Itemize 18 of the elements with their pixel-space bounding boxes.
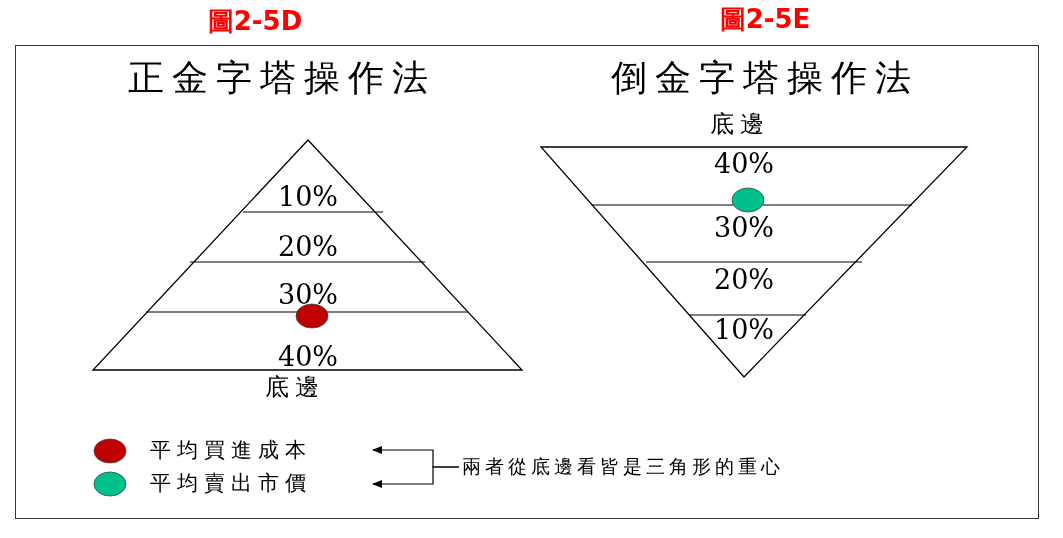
base-label: 底邊 bbox=[265, 375, 325, 399]
legend-label: 平均買進成本 bbox=[150, 440, 312, 461]
percent-label: 10% bbox=[714, 316, 774, 343]
percent-label: 20% bbox=[278, 233, 338, 260]
panel-title: 倒金字塔操作法 bbox=[611, 60, 919, 96]
panel-title: 正金字塔操作法 bbox=[128, 60, 436, 96]
note-text: 兩者從底邊看皆是三角形的重心 bbox=[462, 456, 784, 477]
arrow bbox=[372, 466, 460, 488]
percent-label: 20% bbox=[714, 266, 774, 293]
percent-label: 30% bbox=[714, 214, 774, 241]
figure-label: 圖2-5E bbox=[719, 6, 811, 32]
percent-label: 40% bbox=[278, 343, 338, 370]
figure-label: 圖2-5D bbox=[207, 8, 303, 34]
percent-label: 10% bbox=[278, 183, 338, 210]
percent-label: 40% bbox=[714, 150, 774, 177]
legend-label: 平均賣出市價 bbox=[150, 473, 312, 494]
percent-label: 30% bbox=[278, 281, 338, 308]
base-label: 底邊 bbox=[710, 112, 770, 136]
